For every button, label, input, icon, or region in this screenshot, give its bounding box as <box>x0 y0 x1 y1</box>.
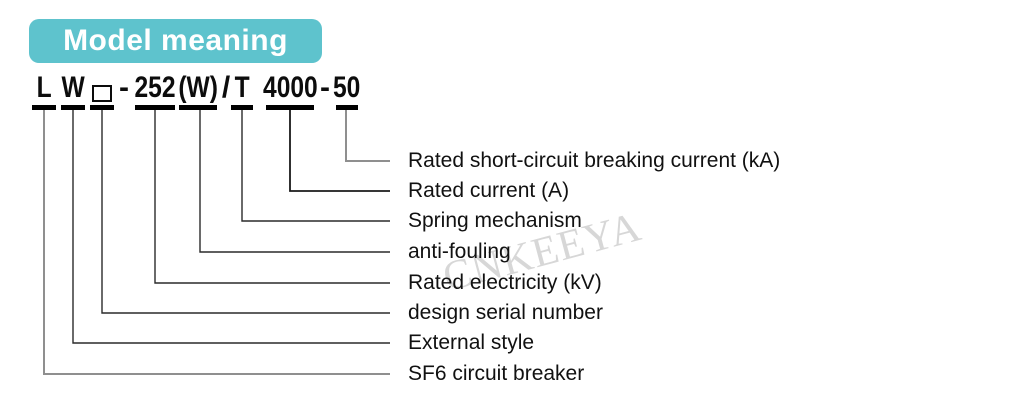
connector-line-T <box>241 110 390 222</box>
segment-underline-252 <box>135 105 175 110</box>
model-code-segment-4000: 4000 <box>262 71 318 104</box>
connector-line-W-paren <box>199 110 390 253</box>
page-title: Model meaning <box>63 24 288 57</box>
meaning-label-sf6-circuit-breaker: SF6 circuit breaker <box>408 362 585 385</box>
meaning-label-anti-fouling: anti-fouling <box>408 240 511 263</box>
model-code-segment-252: 252 <box>134 71 176 104</box>
model-code-segment-T: T <box>234 71 250 104</box>
segment-underline-4000 <box>266 105 314 110</box>
placeholder-square-icon <box>92 85 112 102</box>
segment-underline-L <box>32 105 56 110</box>
segment-underline-W <box>61 105 85 110</box>
connector-line-placeholder <box>101 110 390 314</box>
connector-line-50 <box>345 110 390 162</box>
model-meaning-badge: Model meaning <box>29 19 322 63</box>
connector-line-252 <box>154 110 390 284</box>
model-code-segment-W-paren: (W) <box>178 71 218 104</box>
segment-underline-placeholder <box>90 105 114 110</box>
meaning-label-rated-current: Rated current (A) <box>408 179 570 202</box>
code-separator-slash: / <box>221 71 231 104</box>
segment-underline-T <box>231 105 253 110</box>
model-code-segment-L: L <box>36 71 52 104</box>
code-separator-dash-1: - <box>119 71 129 104</box>
meaning-label-rated-short-circuit-breaking-current: Rated short-circuit breaking current (kA… <box>408 149 781 172</box>
connector-line-L <box>43 110 390 375</box>
connector-line-W <box>72 110 390 344</box>
meaning-label-rated-electricity: Rated electricity (kV) <box>408 271 602 294</box>
meaning-label-spring-mechanism: Spring mechanism <box>408 209 582 232</box>
code-separator-dash-2: - <box>320 71 330 104</box>
meaning-label-external-style: External style <box>408 331 535 354</box>
segment-underline-W-paren <box>179 105 217 110</box>
model-code-segment-W: W <box>61 71 85 104</box>
segment-underline-50 <box>336 105 358 110</box>
model-code-segment-50: 50 <box>333 71 361 104</box>
meaning-label-design-serial-number: design serial number <box>408 301 603 324</box>
connector-line-4000 <box>289 110 390 192</box>
